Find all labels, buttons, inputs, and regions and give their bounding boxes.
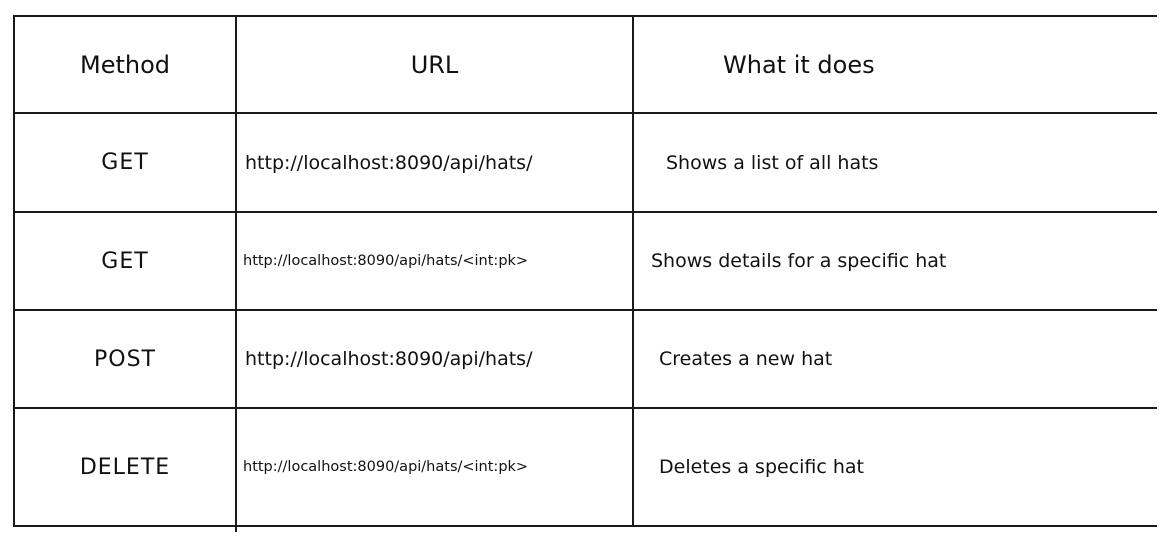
method-cell: POST <box>94 346 156 372</box>
method-cell: DELETE <box>79 454 171 480</box>
api-endpoints-table: Method URL What it does GET http://local… <box>13 15 1157 532</box>
description-cell: Creates a new hat <box>659 348 833 370</box>
row-divider <box>13 407 1157 409</box>
table-border-left <box>13 15 15 527</box>
column-divider <box>235 15 237 532</box>
header-divider <box>13 112 1157 114</box>
url-cell: http://localhost:8090/api/hats/ <box>245 151 533 174</box>
row-divider <box>13 211 1157 213</box>
table-border-top <box>13 15 1157 17</box>
table-border-bottom <box>13 525 1157 527</box>
method-cell: GET <box>101 150 149 175</box>
url-cell: http://localhost:8090/api/hats/<int:pk> <box>243 459 529 475</box>
description-cell: Deletes a specific hat <box>659 456 865 478</box>
header-url: URL <box>410 50 459 79</box>
url-cell: http://localhost:8090/api/hats/ <box>245 348 533 370</box>
header-what-it-does: What it does <box>723 50 875 79</box>
description-cell: Shows details for a specific hat <box>651 250 947 272</box>
column-divider <box>632 15 634 527</box>
description-cell: Shows a list of all hats <box>666 151 879 174</box>
header-method: Method <box>79 50 170 79</box>
row-divider <box>13 309 1157 311</box>
url-cell: http://localhost:8090/api/hats/<int:pk> <box>243 253 529 269</box>
method-cell: GET <box>101 248 149 274</box>
